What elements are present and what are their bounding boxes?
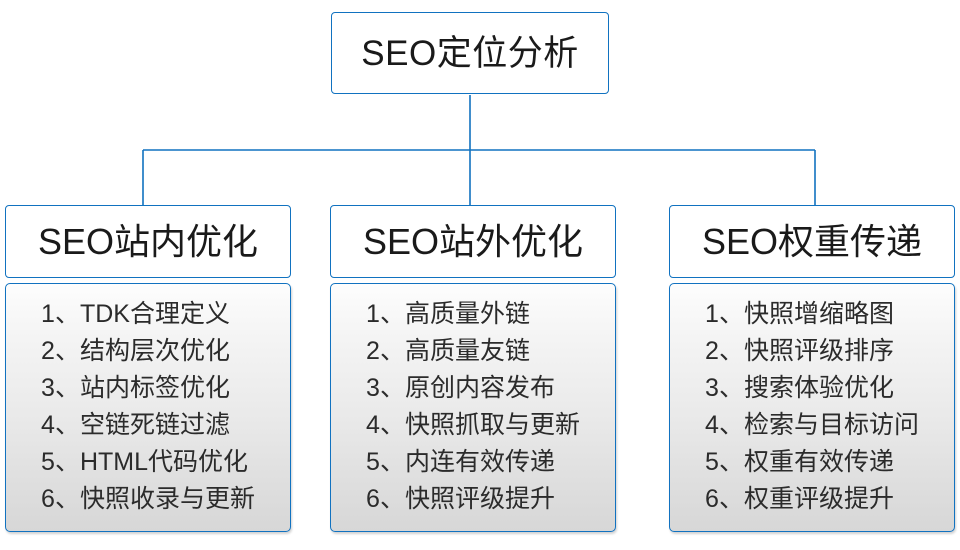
list-item: 6、快照评级提升 — [366, 485, 555, 513]
list-item: 6、权重评级提升 — [705, 485, 894, 513]
branch-header-label-3: SEO权重传递 — [701, 220, 923, 262]
list-item: 1、快照增缩略图 — [705, 300, 894, 328]
branch-header-label-1: SEO站内优化 — [37, 220, 259, 262]
branch-body-2: 1、高质量外链 2、高质量友链 3、原创内容发布 4、快照抓取与更新 5、内连有… — [330, 283, 616, 532]
list-item: 6、快照收录与更新 — [41, 485, 255, 513]
list-item: 3、原创内容发布 — [366, 374, 555, 402]
root-node-label: SEO定位分析 — [361, 33, 579, 73]
list-item: 1、高质量外链 — [366, 300, 530, 328]
list-item: 5、内连有效传递 — [366, 448, 555, 476]
branch-body-3: 1、快照增缩略图 2、快照评级排序 3、搜索体验优化 4、检索与目标访问 5、权… — [669, 283, 955, 532]
branch-item-list-3: 1、快照增缩略图 2、快照评级排序 3、搜索体验优化 4、检索与目标访问 5、权… — [705, 296, 919, 518]
list-item: 3、搜索体验优化 — [705, 374, 894, 402]
branch-body-1: 1、TDK合理定义 2、结构层次优化 3、站内标签优化 4、空链死链过滤 5、H… — [5, 283, 291, 532]
branch-header-3[interactable]: SEO权重传递 — [669, 205, 955, 278]
list-item: 2、高质量友链 — [366, 337, 530, 365]
list-item: 2、快照评级排序 — [705, 337, 894, 365]
branch-column-3: SEO权重传递 1、快照增缩略图 2、快照评级排序 3、搜索体验优化 4、检索与… — [669, 205, 955, 532]
list-item: 4、快照抓取与更新 — [366, 411, 580, 439]
list-item: 5、权重有效传递 — [705, 448, 894, 476]
list-item: 2、结构层次优化 — [41, 337, 230, 365]
list-item: 5、HTML代码优化 — [41, 448, 249, 476]
branch-item-list-1: 1、TDK合理定义 2、结构层次优化 3、站内标签优化 4、空链死链过滤 5、H… — [41, 296, 255, 518]
branch-column-2: SEO站外优化 1、高质量外链 2、高质量友链 3、原创内容发布 4、快照抓取与… — [330, 205, 616, 532]
branch-column-1: SEO站内优化 1、TDK合理定义 2、结构层次优化 3、站内标签优化 4、空链… — [5, 205, 291, 532]
root-node[interactable]: SEO定位分析 — [331, 12, 609, 94]
branch-item-list-2: 1、高质量外链 2、高质量友链 3、原创内容发布 4、快照抓取与更新 5、内连有… — [366, 296, 580, 518]
list-item: 1、TDK合理定义 — [41, 300, 230, 328]
list-item: 3、站内标签优化 — [41, 374, 230, 402]
list-item: 4、检索与目标访问 — [705, 411, 919, 439]
list-item: 4、空链死链过滤 — [41, 411, 230, 439]
branch-header-1[interactable]: SEO站内优化 — [5, 205, 291, 278]
branch-header-label-2: SEO站外优化 — [362, 220, 584, 262]
branch-header-2[interactable]: SEO站外优化 — [330, 205, 616, 278]
